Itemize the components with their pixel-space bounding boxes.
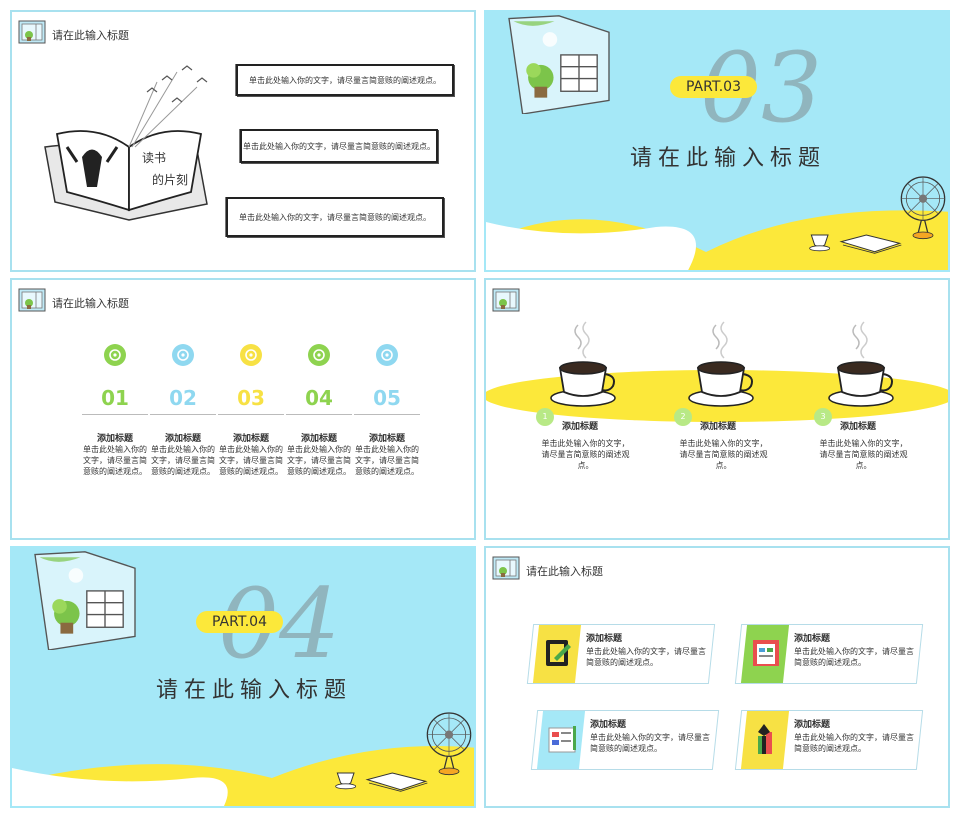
card-title: 添加标题 bbox=[794, 634, 831, 644]
item-title: 添加标题 bbox=[700, 422, 737, 432]
item-desc: 单击此处输入你的文字，请尽量言简意赅的阐述观点。 bbox=[287, 445, 351, 476]
item-title: 添加标题 bbox=[164, 434, 201, 444]
item-icon bbox=[172, 344, 194, 366]
window-icon bbox=[18, 18, 48, 46]
notebook-icon bbox=[546, 640, 571, 666]
item-title: 添加标题 bbox=[368, 434, 405, 444]
text-box-3[interactable]: 单击此处输入你的文字，请尽量言简意赅的阐述观点。 bbox=[226, 197, 444, 237]
yellow-wave bbox=[12, 746, 474, 806]
card-title: 添加标题 bbox=[586, 634, 623, 644]
item-number: 05 bbox=[373, 386, 401, 410]
item-title: 添加标题 bbox=[840, 422, 877, 432]
section-title: 请在此输入标题 bbox=[156, 678, 353, 703]
item-title: 添加标题 bbox=[300, 434, 337, 444]
step-badge: 3 bbox=[814, 408, 832, 426]
step-badge: 2 bbox=[674, 408, 692, 426]
item-divider bbox=[150, 414, 216, 415]
feature-card[interactable]: 添加标题 单击此处输入你的文字，请尽量言简意赅的阐述观点。 bbox=[734, 710, 928, 770]
item-icon bbox=[308, 344, 330, 366]
slide-1[interactable]: 请在此输入标题 读书 的片刻 单击此处输入你的文字，请尽量言简意赅的阐述观点。 … bbox=[10, 10, 476, 272]
item-number: 04 bbox=[305, 386, 333, 410]
item-icon bbox=[104, 344, 126, 366]
feature-card[interactable]: 添加标题 单击此处输入你的文字，请尽量言简意赅的阐述观点。 bbox=[526, 624, 720, 684]
section-title: 请在此输入标题 bbox=[630, 146, 827, 171]
window-icon bbox=[492, 286, 522, 314]
item-desc: 单击此处输入你的文字，请尽量言简意赅的阐述观点。 bbox=[83, 445, 147, 476]
part-badge: PART.03 bbox=[670, 76, 757, 98]
item-divider bbox=[286, 414, 352, 415]
item-title: 添加标题 bbox=[562, 422, 599, 432]
item-desc: 单击此处输入你的文字，请尽量言简意赅的阐述观点。 bbox=[151, 445, 215, 476]
item-number: 01 bbox=[101, 386, 129, 410]
coffee-cup-icon bbox=[686, 320, 756, 410]
slide-header: 请在此输入标题 bbox=[52, 297, 129, 310]
item-number: 02 bbox=[169, 386, 197, 410]
item-desc: 单击此处输入你的文字，请尽量言简意赅的阐述观点。 bbox=[541, 439, 630, 470]
pen-icon bbox=[758, 724, 772, 754]
part-badge: PART.04 bbox=[196, 611, 283, 633]
card-title: 添加标题 bbox=[794, 720, 831, 730]
slide-3[interactable]: 请在此输入标题 01 添加标题 单击此处输入你的文字，请尽量言简意赅的阐述观点。… bbox=[10, 278, 476, 540]
item-title: 添加标题 bbox=[232, 434, 269, 444]
item-title: 添加标题 bbox=[96, 434, 133, 444]
window-illustration bbox=[504, 14, 614, 114]
slide-header: 请在此输入标题 bbox=[526, 565, 603, 578]
window-icon bbox=[492, 554, 522, 582]
card-desc: 单击此处输入你的文字，请尽量言简意赅的阐述观点。 bbox=[794, 733, 914, 753]
slide-6[interactable]: 请在此输入标题 添加标题 单击此处输入你的文字，请尽量言简意赅的阐述观点。 添加… bbox=[484, 546, 950, 808]
slide-5[interactable]: 04 PART.04 请在此输入标题 bbox=[10, 546, 476, 808]
card-desc: 单击此处输入你的文字，请尽量言简意赅的阐述观点。 bbox=[590, 733, 710, 753]
item-divider bbox=[218, 414, 284, 415]
item-divider bbox=[354, 414, 420, 415]
card-desc: 单击此处输入你的文字，请尽量言简意赅的阐述观点。 bbox=[586, 647, 706, 667]
text-box-2[interactable]: 单击此处输入你的文字，请尽量言简意赅的阐述观点。 bbox=[240, 129, 438, 163]
document-icon bbox=[753, 640, 779, 666]
svg-text:读书: 读书 bbox=[142, 151, 166, 165]
item-icon bbox=[376, 344, 398, 366]
coffee-cup-icon bbox=[826, 320, 896, 410]
feature-card[interactable]: 添加标题 单击此处输入你的文字，请尽量言简意赅的阐述观点。 bbox=[530, 710, 724, 770]
item-icon bbox=[240, 344, 262, 366]
item-desc: 单击此处输入你的文字，请尽量言简意赅的阐述观点。 bbox=[679, 439, 768, 470]
yellow-wave bbox=[486, 210, 948, 270]
card-desc: 单击此处输入你的文字，请尽量言简意赅的阐述观点。 bbox=[794, 647, 914, 667]
slide-4[interactable]: 1 添加标题 单击此处输入你的文字，请尽量言简意赅的阐述观点。 2 添加标题 单… bbox=[484, 278, 950, 540]
window-icon bbox=[18, 286, 48, 314]
card-title: 添加标题 bbox=[590, 720, 627, 730]
window-illustration bbox=[30, 550, 140, 650]
book-cup-icon bbox=[808, 222, 908, 258]
step-badge: 1 bbox=[536, 408, 554, 426]
item-desc: 单击此处输入你的文字，请尽量言简意赅的阐述观点。 bbox=[819, 439, 908, 470]
coffee-cup-icon bbox=[548, 320, 618, 410]
book-cup-icon bbox=[334, 760, 434, 796]
text-box-1[interactable]: 单击此处输入你的文字，请尽量言简意赅的阐述观点。 bbox=[236, 64, 454, 96]
item-desc: 单击此处输入你的文字，请尽量言简意赅的阐述观点。 bbox=[355, 445, 419, 476]
item-number: 03 bbox=[237, 386, 265, 410]
slide-header: 请在此输入标题 bbox=[52, 29, 129, 42]
report-icon bbox=[548, 726, 576, 753]
open-book-illustration: 读书 的片刻 bbox=[44, 65, 208, 221]
svg-text:的片刻: 的片刻 bbox=[152, 172, 188, 187]
item-divider bbox=[82, 414, 148, 415]
item-desc: 单击此处输入你的文字，请尽量言简意赅的阐述观点。 bbox=[219, 445, 283, 476]
feature-card[interactable]: 添加标题 单击此处输入你的文字，请尽量言简意赅的阐述观点。 bbox=[734, 624, 928, 684]
slide-2[interactable]: 03 PART.03 请在此输入标题 bbox=[484, 10, 950, 272]
